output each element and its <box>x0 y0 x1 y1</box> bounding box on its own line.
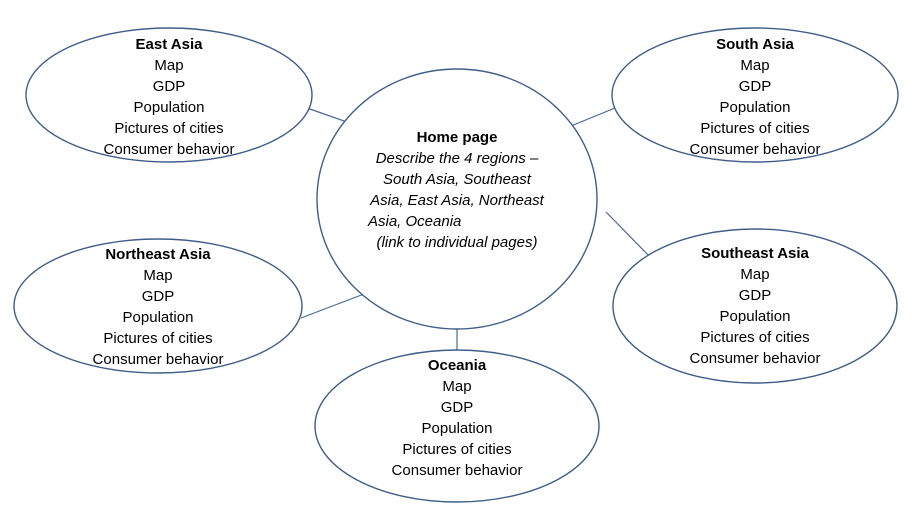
east-asia-item-gdp: GDP <box>152 78 186 95</box>
oceania-item-consumer: Consumer behavior <box>391 462 523 479</box>
northeast-asia-title: Northeast Asia <box>105 246 211 263</box>
southeast-asia-item-gdp: GDP <box>738 287 772 304</box>
home-page-ellipse <box>316 68 598 330</box>
south-asia-ellipse <box>611 27 899 163</box>
south-asia-item-population: Population <box>719 99 791 116</box>
home-page-desc-line-1: Describe the 4 regions – <box>375 150 539 167</box>
east-asia-item-pictures: Pictures of cities <box>114 120 224 137</box>
oceania-title: Oceania <box>427 357 487 374</box>
south-asia-item-consumer: Consumer behavior <box>689 141 821 158</box>
south-asia-item-pictures: Pictures of cities <box>700 120 810 137</box>
southeast-asia-ellipse <box>612 228 898 384</box>
south-asia-title: South Asia <box>716 36 794 53</box>
east-asia-ellipse <box>25 27 313 163</box>
connector-home-southeast-asia <box>605 211 656 263</box>
northeast-asia-item-map: Map <box>143 267 173 284</box>
connector-home-south-asia <box>565 107 616 129</box>
east-asia-item-map: Map <box>154 57 184 74</box>
northeast-asia-ellipse <box>13 238 303 374</box>
southeast-asia-item-map: Map <box>740 266 770 283</box>
east-asia-item-consumer: Consumer behavior <box>103 141 235 158</box>
southeast-asia-node[interactable]: Southeast Asia Map GDP Population Pictur… <box>645 243 865 369</box>
southeast-asia-item-consumer: Consumer behavior <box>689 350 821 367</box>
home-page-desc-line-4: Asia, Oceania <box>368 213 462 230</box>
connector-home-northeast-asia <box>300 293 365 319</box>
northeast-asia-node[interactable]: Northeast Asia Map GDP Population Pictur… <box>47 244 269 370</box>
south-asia-item-gdp: GDP <box>738 78 772 95</box>
oceania-ellipse <box>314 349 600 503</box>
northeast-asia-item-population: Population <box>122 309 194 326</box>
oceania-item-gdp: GDP <box>440 399 474 416</box>
home-page-desc-line-5: (link to individual pages) <box>376 234 538 251</box>
northeast-asia-item-gdp: GDP <box>141 288 175 305</box>
southeast-asia-item-population: Population <box>719 308 791 325</box>
south-asia-node[interactable]: South Asia Map GDP Population Pictures o… <box>645 34 865 160</box>
home-page-desc-line-2: South Asia, Southeast <box>383 171 531 188</box>
northeast-asia-item-consumer: Consumer behavior <box>92 351 224 368</box>
south-asia-item-map: Map <box>740 57 770 74</box>
southeast-asia-title: Southeast Asia <box>701 245 809 262</box>
northeast-asia-item-pictures: Pictures of cities <box>103 330 213 347</box>
oceania-item-map: Map <box>442 378 472 395</box>
home-page-desc-line-3: Asia, East Asia, Northeast <box>370 192 544 209</box>
southeast-asia-item-pictures: Pictures of cities <box>700 329 810 346</box>
oceania-item-population: Population <box>421 420 493 437</box>
east-asia-title: East Asia <box>135 36 203 53</box>
home-page-node[interactable]: Home page Describe the 4 regions – South… <box>342 127 572 253</box>
east-asia-node[interactable]: East Asia Map GDP Population Pictures of… <box>59 34 279 160</box>
east-asia-item-population: Population <box>133 99 205 116</box>
oceania-item-pictures: Pictures of cities <box>402 441 512 458</box>
home-page-title: Home page <box>416 129 498 146</box>
oceania-node[interactable]: Oceania Map GDP Population Pictures of c… <box>347 355 567 481</box>
